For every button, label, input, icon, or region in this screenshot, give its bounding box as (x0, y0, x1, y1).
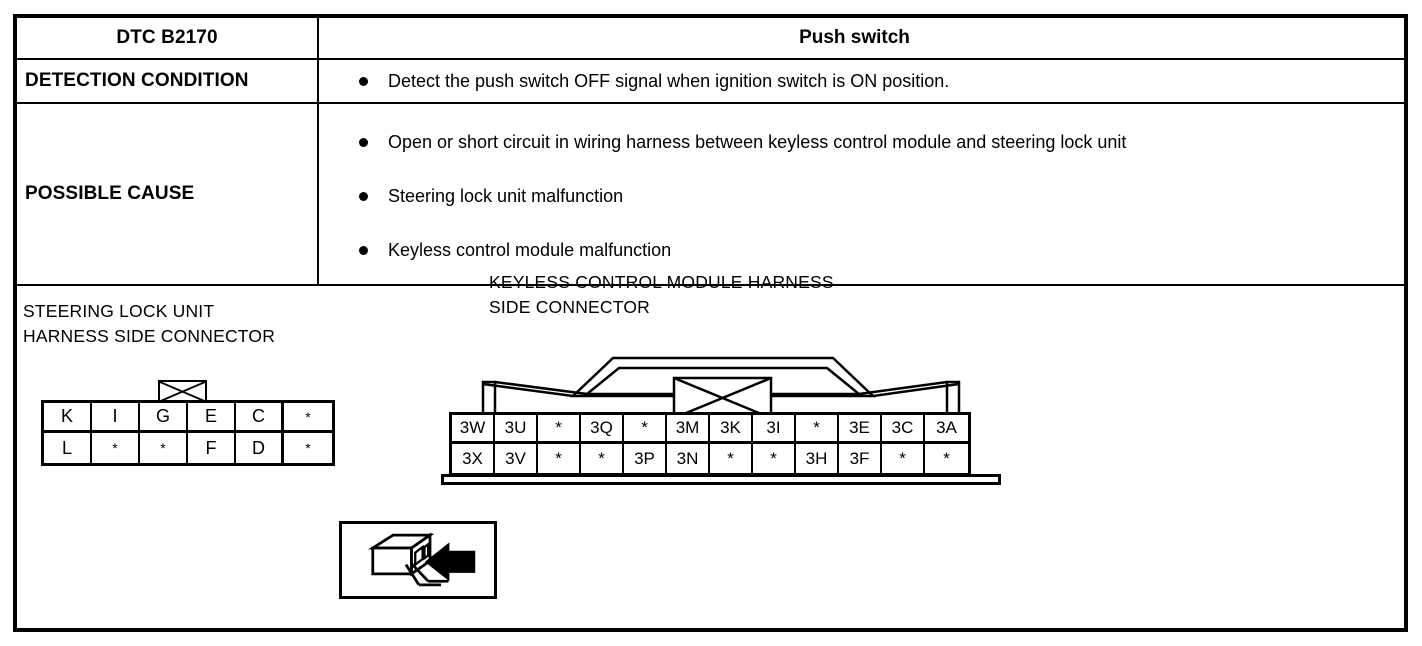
steering-lock-connector-caption: STEERING LOCK UNIT HARNESS SIDE CONNECTO… (23, 299, 275, 349)
pin-cell: K (44, 403, 92, 433)
pin-cell: 3H (796, 444, 839, 473)
table-row-detection: DETECTION CONDITION Detect the push swit… (17, 60, 1404, 104)
pin-cell: * (753, 444, 796, 473)
pin-cell: 3N (667, 444, 710, 473)
keyless-connector-caption: KEYLESS CONTROL MODULE HARNESS SIDE CONN… (489, 270, 834, 320)
keyless-pin-row-bottom: 3X 3V * * 3P 3N * * 3H 3F * * (452, 444, 968, 473)
pin-cell: C (236, 403, 284, 433)
detection-condition-body: Detect the push switch OFF signal when i… (319, 60, 1404, 102)
table-row-possible-cause: POSSIBLE CAUSE Open or short circuit in … (17, 104, 1404, 286)
detection-condition-label-cell: DETECTION CONDITION (17, 60, 319, 102)
list-item: Steering lock unit malfunction (359, 182, 1369, 210)
pin-cell: 3P (624, 444, 667, 473)
list-item: Detect the push switch OFF signal when i… (359, 67, 1390, 95)
detection-condition-label: DETECTION CONDITION (25, 70, 249, 91)
keyless-caption-line-1: KEYLESS CONTROL MODULE HARNESS (489, 272, 834, 292)
pin-cell: * (538, 415, 581, 444)
pin-cell: 3I (753, 415, 796, 444)
dtc-table: DTC B2170 Push switch DETECTION CONDITIO… (13, 14, 1408, 632)
possible-cause-list: Open or short circuit in wiring harness … (359, 104, 1390, 284)
pin-cell: * (140, 433, 188, 463)
pin-cell: 3C (882, 415, 925, 444)
list-item: Keyless control module malfunction (359, 236, 1369, 264)
steering-lock-caption-line-1: STEERING LOCK UNIT (23, 301, 215, 321)
pin-cell: L (44, 433, 92, 463)
pin-cell: * (710, 444, 753, 473)
dtc-code-cell: DTC B2170 (17, 18, 319, 58)
possible-cause-text-1: Open or short circuit in wiring harness … (388, 132, 1127, 152)
detection-condition-text: Detect the push switch OFF signal when i… (388, 71, 950, 91)
pin-cell: E (188, 403, 236, 433)
pin-cell: * (882, 444, 925, 473)
dtc-title-cell: Push switch (319, 18, 1404, 58)
keyless-pin-row-top: 3W 3U * 3Q * 3M 3K 3I * 3E 3C 3A (452, 415, 968, 444)
table-row-header: DTC B2170 Push switch (17, 18, 1404, 60)
steering-lock-pin-row-bottom: L * * F D * (44, 433, 332, 463)
pin-cell: * (284, 403, 332, 433)
pin-cell: 3W (452, 415, 495, 444)
possible-cause-label: POSSIBLE CAUSE (25, 183, 195, 204)
bullet-icon (359, 138, 368, 147)
steering-lock-caption-line-2: HARNESS SIDE CONNECTOR (23, 326, 276, 346)
pin-cell: * (538, 444, 581, 473)
keyless-pin-grid: 3W 3U * 3Q * 3M 3K 3I * 3E 3C 3A 3 (449, 412, 971, 476)
connector-shroud-outline (481, 356, 961, 418)
pin-cell: 3Q (581, 415, 624, 444)
pin-cell: * (92, 433, 140, 463)
pin-cell: * (581, 444, 624, 473)
pin-cell: F (188, 433, 236, 463)
table-row-diagram: STEERING LOCK UNIT HARNESS SIDE CONNECTO… (17, 272, 1404, 625)
pin-cell: 3K (710, 415, 753, 444)
possible-cause-text-2: Steering lock unit malfunction (388, 186, 624, 206)
keyless-connector-base-rail (441, 474, 1001, 485)
pin-cell: * (284, 433, 332, 463)
steering-lock-pin-row-top: K I G E C * (44, 403, 332, 433)
list-item: Open or short circuit in wiring harness … (359, 128, 1369, 156)
pin-cell: 3A (925, 415, 968, 444)
x-cross-icon (160, 382, 205, 402)
pin-cell: 3F (839, 444, 882, 473)
keyless-connector-diagram: 3W 3U * 3Q * 3M 3K 3I * 3E 3C 3A 3 (441, 352, 1001, 485)
dtc-code-label: DTC B2170 (116, 27, 218, 48)
pin-cell: G (140, 403, 188, 433)
steering-lock-connector-latch-tab (158, 380, 207, 402)
pin-cell: 3X (452, 444, 495, 473)
pin-cell: * (624, 415, 667, 444)
steering-lock-pin-grid: K I G E C * L * * F D * (41, 400, 335, 466)
bullet-icon (359, 77, 368, 86)
pin-cell: 3M (667, 415, 710, 444)
connector-with-arrow-icon (368, 532, 476, 587)
connector-icon-box (339, 521, 497, 599)
page-title: Push switch (799, 27, 910, 48)
pin-cell: 3U (495, 415, 538, 444)
possible-cause-body: Open or short circuit in wiring harness … (319, 104, 1404, 284)
keyless-caption-line-2: SIDE CONNECTOR (489, 297, 650, 317)
pin-cell: D (236, 433, 284, 463)
bullet-icon (359, 246, 368, 255)
pin-cell: I (92, 403, 140, 433)
pin-cell: 3E (839, 415, 882, 444)
pin-cell: * (796, 415, 839, 444)
possible-cause-text-3: Keyless control module malfunction (388, 240, 672, 260)
possible-cause-label-cell: POSSIBLE CAUSE (17, 104, 319, 284)
bullet-icon (359, 192, 368, 201)
pin-cell: * (925, 444, 968, 473)
pin-cell: 3V (495, 444, 538, 473)
